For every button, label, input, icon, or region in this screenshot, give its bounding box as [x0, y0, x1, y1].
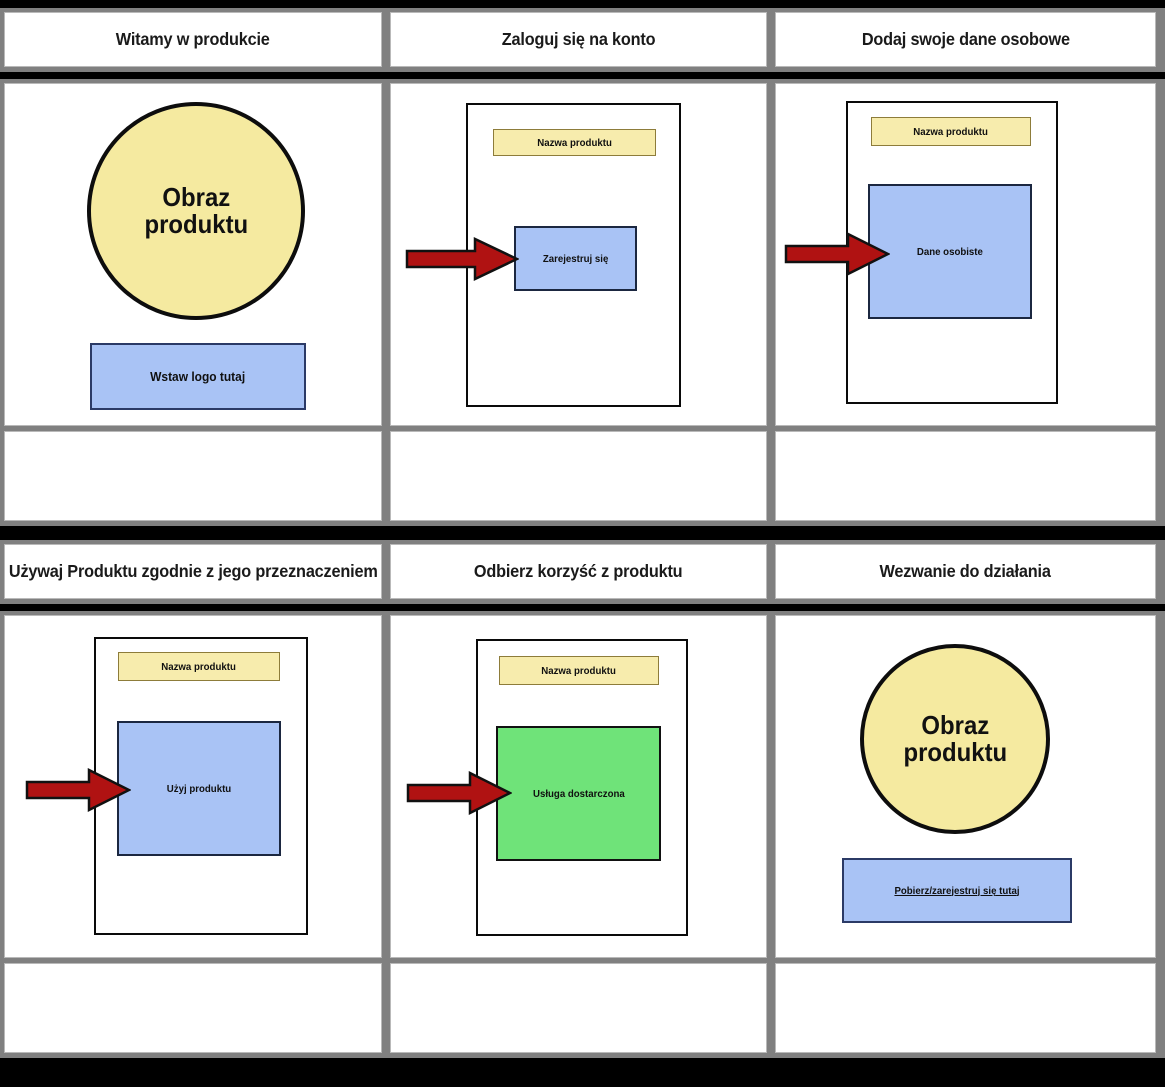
panel-5-artwork: Nazwa produktu Usługa dostarczona	[391, 616, 766, 957]
right-arrow-icon	[405, 237, 519, 281]
product-name-banner: Nazwa produktu	[499, 656, 659, 685]
band-2-art-frame: Nazwa produktu Użyj produktu	[0, 611, 1165, 1058]
panel-title-5: Odbierz korzyść z produktu	[390, 544, 767, 599]
panel-caption-2[interactable]	[390, 431, 767, 521]
panel-title-6-text: Wezwanie do działania	[879, 561, 1052, 581]
product-image-circle-label: Obraz produktu	[903, 709, 1007, 767]
panel-caption-5[interactable]	[390, 963, 767, 1053]
panel-caption-3[interactable]	[775, 431, 1156, 521]
panel-art-2: Nazwa produktu Zarejestruj się	[390, 83, 767, 426]
panel-caption-4[interactable]	[4, 963, 382, 1053]
panel-title-4-text: Używaj Produktu zgodnie z jego przeznacz…	[8, 561, 378, 581]
panel-art-5: Nazwa produktu Usługa dostarczona	[390, 615, 767, 958]
insert-logo-label: Wstaw logo tutaj	[150, 369, 246, 384]
download-register-label: Pobierz/zarejestruj się tutaj	[894, 884, 1020, 897]
band-2-titles-frame: Używaj Produktu zgodnie z jego przeznacz…	[0, 540, 1165, 604]
band-1-title-art-gap	[0, 72, 1165, 79]
product-name-banner-label: Nazwa produktu	[913, 125, 989, 138]
product-image-circle-label: Obraz produktu	[144, 181, 248, 239]
art-row-2: Nazwa produktu Użyj produktu	[4, 615, 1161, 958]
storyboard-band-1: Witamy w produkcie Zaloguj się na konto …	[0, 8, 1165, 526]
service-delivered-label: Usługa dostarczona	[532, 787, 625, 800]
panel-art-4: Nazwa produktu Użyj produktu	[4, 615, 382, 958]
panel-4-artwork: Nazwa produktu Użyj produktu	[5, 616, 381, 957]
band-1-titles-frame: Witamy w produkcie Zaloguj się na konto …	[0, 8, 1165, 72]
title-row-2: Używaj Produktu zgodnie z jego przeznacz…	[4, 544, 1161, 599]
right-arrow-icon	[25, 768, 131, 812]
panel-title-3-text: Dodaj swoje dane osobowe	[861, 29, 1070, 49]
panel-art-3: Nazwa produktu Dane osobiste	[775, 83, 1156, 426]
storyboard-band-2: Używaj Produktu zgodnie z jego przeznacz…	[0, 540, 1165, 1058]
personal-data-box[interactable]: Dane osobiste	[868, 184, 1032, 319]
panel-title-6: Wezwanie do działania	[775, 544, 1156, 599]
insert-logo-button[interactable]: Wstaw logo tutaj	[90, 343, 306, 410]
art-row-1: Obraz produktu Wstaw logo tutaj	[4, 83, 1161, 426]
circle-line-2: produktu	[903, 737, 1007, 767]
panel-caption-1[interactable]	[4, 431, 382, 521]
bottom-black-gap	[0, 1058, 1165, 1066]
signup-button-label: Zarejestruj się	[542, 252, 609, 265]
circle-line-2: produktu	[144, 209, 248, 239]
circle-line-1: Obraz	[921, 709, 989, 740]
circle-line-1: Obraz	[162, 181, 230, 212]
product-name-banner: Nazwa produktu	[871, 117, 1031, 146]
use-product-label: Użyj produktu	[166, 782, 232, 795]
product-name-banner-label: Nazwa produktu	[537, 136, 612, 149]
panel-6-artwork: Obraz produktu Pobierz/zarejestruj się t…	[776, 616, 1155, 957]
product-image-circle-icon: Obraz produktu	[87, 102, 305, 320]
panel-title-1-text: Witamy w produkcie	[116, 29, 270, 49]
product-name-banner-label: Nazwa produktu	[161, 660, 237, 673]
band-separator-gap	[0, 526, 1165, 540]
signup-button[interactable]: Zarejestruj się	[514, 226, 637, 291]
right-arrow-icon	[784, 232, 890, 276]
panel-title-1: Witamy w produkcie	[4, 12, 382, 67]
band-1-art-frame: Obraz produktu Wstaw logo tutaj	[0, 79, 1165, 526]
panel-title-4: Używaj Produktu zgodnie z jego przeznacz…	[4, 544, 382, 599]
caption-row-2	[4, 963, 1161, 1053]
service-delivered-box[interactable]: Usługa dostarczona	[496, 726, 661, 861]
title-row-1: Witamy w produkcie Zaloguj się na konto …	[4, 12, 1161, 67]
download-register-button[interactable]: Pobierz/zarejestruj się tutaj	[842, 858, 1072, 923]
panel-3-artwork: Nazwa produktu Dane osobiste	[776, 84, 1155, 425]
product-image-circle-icon: Obraz produktu	[860, 644, 1050, 834]
panel-1-artwork: Obraz produktu Wstaw logo tutaj	[5, 84, 381, 425]
product-name-banner: Nazwa produktu	[118, 652, 280, 681]
panel-title-2-text: Zaloguj się na konto	[501, 29, 656, 49]
band-2-title-art-gap	[0, 604, 1165, 611]
use-product-box[interactable]: Użyj produktu	[117, 721, 281, 856]
top-black-gap	[0, 0, 1165, 8]
personal-data-label: Dane osobiste	[916, 245, 984, 258]
panel-caption-6[interactable]	[775, 963, 1156, 1053]
panel-title-5-text: Odbierz korzyść z produktu	[474, 561, 683, 581]
product-name-banner-label: Nazwa produktu	[541, 664, 617, 677]
right-arrow-icon	[406, 771, 512, 815]
product-name-banner: Nazwa produktu	[493, 129, 656, 156]
panel-title-2: Zaloguj się na konto	[390, 12, 767, 67]
panel-title-3: Dodaj swoje dane osobowe	[775, 12, 1156, 67]
panel-2-artwork: Nazwa produktu Zarejestruj się	[391, 84, 766, 425]
panel-art-6: Obraz produktu Pobierz/zarejestruj się t…	[775, 615, 1156, 958]
caption-row-1	[4, 431, 1161, 521]
panel-art-1: Obraz produktu Wstaw logo tutaj	[4, 83, 382, 426]
